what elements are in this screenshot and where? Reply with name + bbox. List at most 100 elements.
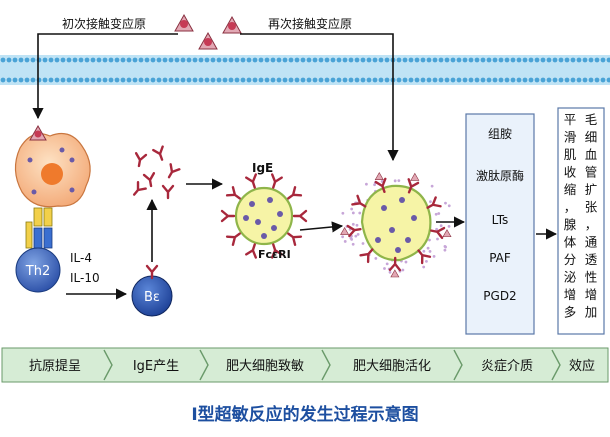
free-ige-antibodies [132, 145, 181, 200]
stage-label: 炎症介质 [481, 359, 533, 374]
fc-receptor-label: FcεRⅠ [258, 248, 291, 261]
allergen-icon [29, 124, 47, 141]
ige-receptor-icon [346, 224, 362, 238]
effect-char: 通 [585, 235, 598, 250]
effect-char: 分 [564, 252, 577, 267]
antibody-icon [145, 264, 159, 280]
effect-char: 性 [585, 270, 598, 285]
b-cell: Bε [131, 264, 173, 317]
effect-char: 增 [564, 287, 577, 302]
effect-char: 管 [585, 165, 598, 180]
effect-char: 腺 [564, 217, 577, 232]
allergen-icon [390, 269, 400, 278]
mediator-item: 激肽原酶 [476, 168, 524, 183]
ige-label: IgE [252, 161, 273, 175]
allergen-icon [174, 13, 194, 32]
activated-mast-cell [340, 172, 452, 278]
stage-label: 肥大细胞活化 [353, 359, 431, 374]
effect-char: ， [564, 200, 577, 215]
mediator-item: LTs [492, 213, 509, 227]
ige-receptor-icon [225, 186, 241, 200]
effect-char: 平 [564, 112, 577, 127]
second-contact-label: 再次接触变应原 [268, 16, 352, 31]
stage-separator [453, 349, 463, 381]
stage-label: 抗原提呈 [29, 358, 81, 374]
b-cell-label: Bε [144, 290, 160, 305]
ige-receptor-icon [225, 232, 241, 246]
effect-char: ， [585, 217, 598, 232]
effect-char: 血 [585, 147, 598, 162]
ige-receptor-icon [359, 248, 374, 264]
ige-antibody-icon [152, 145, 164, 161]
antibody-icon [145, 264, 159, 280]
stage-label: IgE产生 [133, 359, 179, 374]
effect-char: 泌 [564, 270, 577, 285]
effect-char: 扩 [585, 182, 598, 197]
stage-label: 肥大细胞致敏 [226, 359, 304, 374]
th2-cell: Th2 [15, 247, 61, 293]
il4-label: IL-4 [70, 251, 92, 265]
ige-receptor-icon [220, 209, 236, 223]
ige-receptor-icon [245, 243, 257, 259]
mediator-item: PAF [489, 251, 511, 265]
effect-char: 滑 [564, 130, 577, 145]
first-contact-arrow [32, 33, 178, 120]
effect-char: 收 [564, 165, 577, 180]
second-contact-arrow [240, 33, 399, 162]
stage-bar: 抗原提呈 IgE产生 肥大细胞致敏 肥大细胞活化 炎症介质 效应 [1, 347, 609, 383]
stage-separator [551, 349, 561, 381]
ige-receptor-icon [374, 177, 387, 194]
antigen-presenting-cell [14, 124, 91, 208]
effect-char: 多 [564, 305, 577, 320]
stage-separator [103, 349, 113, 381]
ige-antibody-icon [167, 163, 181, 179]
allergen-icon [340, 227, 350, 235]
mediator-item: 组胺 [488, 127, 512, 141]
stage-separator [199, 349, 209, 381]
diagram-title: Ⅰ型超敏反应的发生过程示意图 [191, 404, 418, 425]
ige-antibody-icon [142, 172, 156, 188]
effect-char: 增 [585, 287, 598, 302]
ige-antibody-icon [134, 152, 148, 168]
ige-receptor-icon [426, 196, 442, 209]
sensitized-mast-cell [220, 173, 308, 259]
ige-receptor-icon [407, 178, 420, 194]
th2-label: Th2 [25, 264, 50, 279]
tcr-mhc-complex [25, 207, 53, 249]
allergen-icon [198, 31, 218, 50]
effect-char: 体 [564, 235, 577, 250]
effect-char: 透 [585, 252, 598, 267]
ige-receptor-icon [287, 232, 303, 246]
mediator-item: PGD2 [483, 289, 516, 303]
effect-char: 细 [585, 130, 598, 145]
ige-receptor-icon [417, 249, 432, 265]
effect-char: 缩 [564, 182, 577, 197]
ige-antibody-icon [132, 180, 147, 196]
effect-char: 肌 [564, 147, 577, 162]
ige-receptor-icon [245, 173, 257, 189]
allergen-icon [374, 172, 384, 180]
ige-receptor-icon [388, 256, 402, 272]
effect-char: 张 [585, 200, 598, 215]
allergen-icon [222, 15, 242, 34]
stage-label: 效应 [569, 358, 595, 374]
allergen-icons [174, 13, 242, 50]
ige-antibody-icon [161, 184, 175, 200]
cell-membrane [0, 55, 610, 85]
stage-separator [321, 349, 331, 381]
allergen-icon [442, 229, 452, 238]
first-contact-label: 初次接触变应原 [62, 16, 146, 31]
effect-char: 加 [585, 305, 598, 320]
ige-receptor-icon [287, 186, 303, 200]
ige-receptor-icon [271, 243, 283, 259]
ige-receptor-icon [271, 173, 283, 189]
activation-arrow [299, 221, 344, 233]
effect-char: 毛 [585, 112, 598, 127]
ige-receptor-icon [430, 226, 446, 240]
ige-receptor-icon [351, 194, 367, 208]
allergen-icon [410, 172, 420, 181]
il10-label: IL-10 [70, 271, 100, 285]
